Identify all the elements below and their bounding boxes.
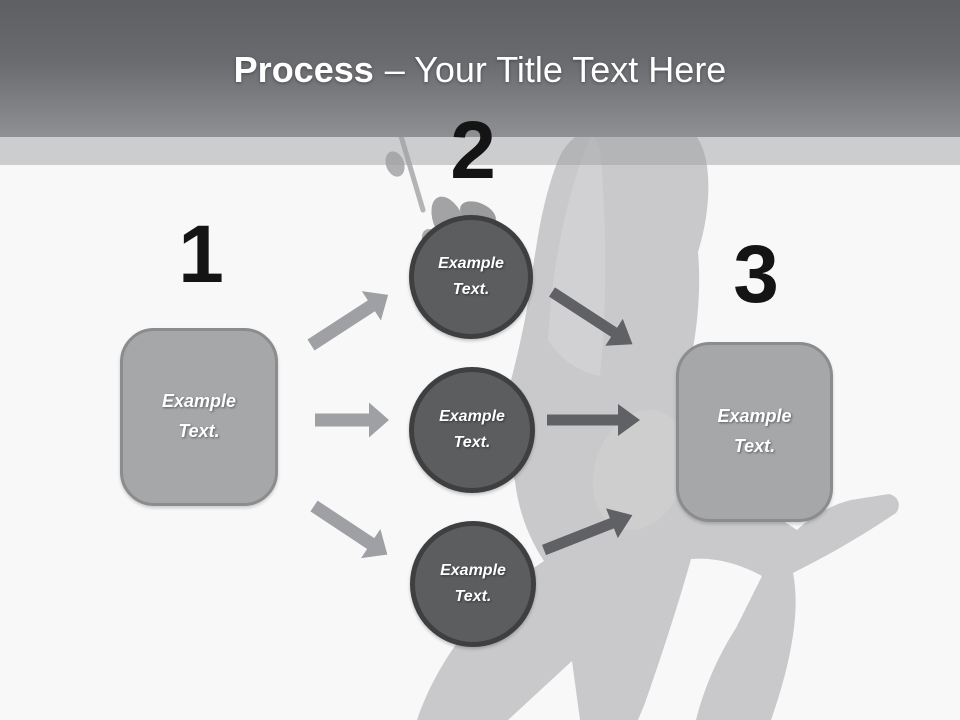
arrow-circle3-to-box3-icon — [541, 508, 633, 556]
title-emphasis: Process — [233, 49, 374, 90]
step2-circle-middle-label: Example Text. — [439, 408, 505, 451]
arrow-box1-to-circle1-icon — [307, 291, 389, 351]
arrow-circle1-to-box3-icon — [549, 287, 633, 346]
step-number-2[interactable]: 2 — [450, 105, 496, 196]
title-rest: – Your Title Text Here — [384, 49, 727, 90]
step3-box[interactable]: Example Text. — [676, 342, 833, 522]
step-number-3[interactable]: 3 — [733, 229, 779, 320]
silhouette-rope-handle — [385, 151, 405, 177]
step1-box-label: Example Text. — [161, 391, 237, 441]
step1-box[interactable]: Example Text. — [120, 328, 278, 506]
silhouette-thigh-highlight — [592, 409, 688, 531]
slide-title[interactable]: Process– Your Title Text Here — [0, 52, 960, 88]
arrow-box1-to-circle3-icon — [310, 500, 388, 559]
jump-rope-icon — [395, 123, 426, 213]
step-number-1[interactable]: 1 — [178, 209, 224, 300]
step2-circle-bottom[interactable]: Example Text. — [410, 521, 536, 647]
step2-circle-middle[interactable]: Example Text. — [409, 367, 535, 493]
arrow-box1-to-circle2-icon — [315, 402, 389, 438]
arrow-circle2-to-box3-icon — [547, 404, 640, 436]
step3-box-label: Example Text. — [717, 406, 792, 456]
slide-header-band — [0, 0, 960, 137]
step2-circle-top-label: Example Text. — [438, 255, 504, 298]
header-sub-band — [0, 137, 960, 165]
step2-circle-bottom-label: Example Text. — [440, 562, 506, 605]
step2-circle-top[interactable]: Example Text. — [409, 215, 533, 339]
